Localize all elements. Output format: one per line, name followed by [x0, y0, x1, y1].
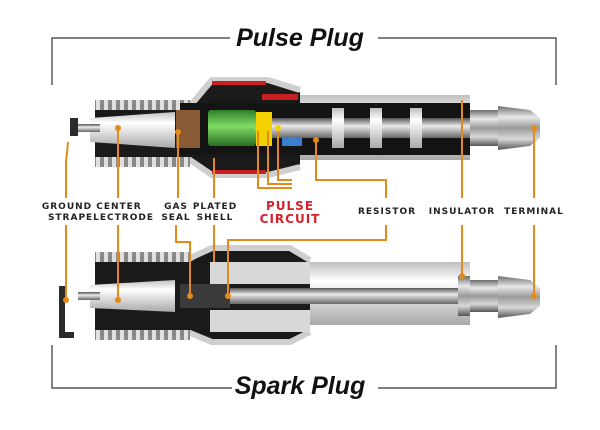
spark-plug: [59, 245, 540, 345]
label-center-electrode: CENTER ELECTRODE: [86, 202, 154, 224]
spark-plug-title: Spark Plug: [234, 372, 366, 400]
label-terminal: TERMINAL: [504, 207, 564, 217]
label-line: GROUND: [41, 202, 93, 212]
pulse-plug: [70, 77, 540, 178]
frame: [51, 37, 557, 389]
label-line: STRAP: [47, 213, 87, 223]
label-line: PULSE: [265, 199, 315, 213]
label-insulator: INSULATOR: [428, 207, 496, 217]
leader-lines: [65, 100, 535, 300]
label-gas-seal: GAS SEAL: [156, 202, 196, 224]
label-ground-strap: GROUND STRAP: [38, 202, 96, 224]
label-line: PLATED: [192, 202, 238, 212]
label-line: ELECTRODE: [86, 213, 154, 223]
label-resistor: RESISTOR: [357, 207, 417, 217]
label-line: SEAL: [161, 213, 191, 223]
label-pulse-circuit: PULSE CIRCUIT: [248, 200, 332, 226]
label-line: CIRCUIT: [259, 212, 321, 226]
label-line: GAS: [164, 202, 188, 212]
label-line: SHELL: [196, 213, 234, 223]
pulse-plug-title: Pulse Plug: [236, 24, 364, 52]
leader-dots: [63, 125, 537, 303]
label-plated-shell: PLATED SHELL: [192, 202, 238, 224]
label-line: CENTER: [96, 202, 142, 212]
